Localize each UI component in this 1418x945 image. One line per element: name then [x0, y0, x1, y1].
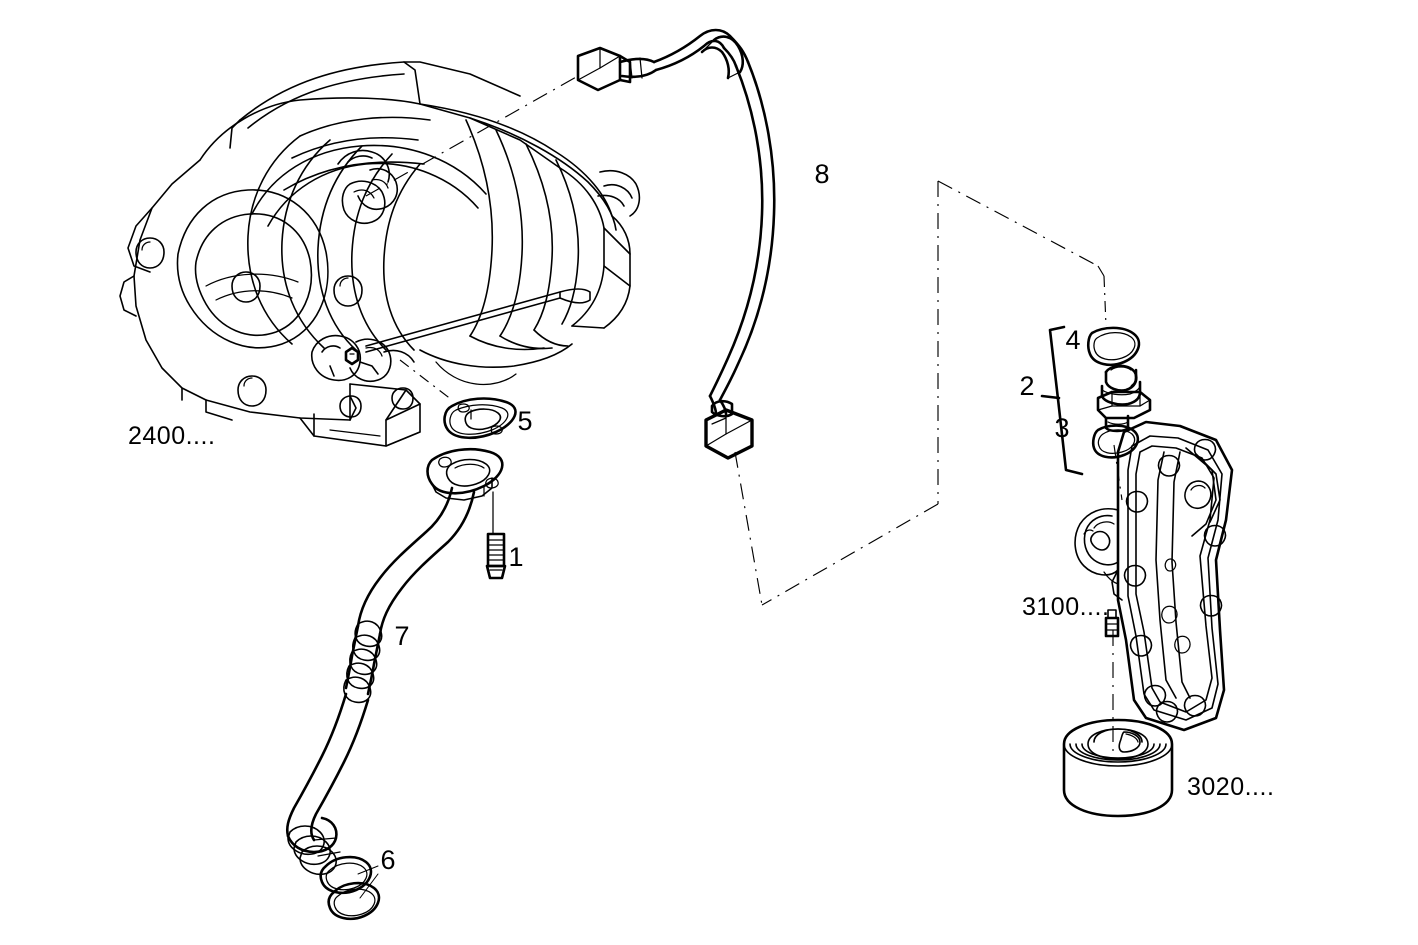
oil-drain-gasket: [443, 397, 517, 440]
group-label-oil-cooler: 3100....: [1022, 593, 1109, 621]
oil-feed-line: [576, 28, 776, 460]
turbocharger-assembly: [119, 61, 641, 447]
oil-drain-pipe-assembly: [285, 447, 507, 921]
group-label-oil-filter: 3020....: [1187, 773, 1274, 801]
callout-6: 6: [380, 845, 395, 875]
oil-cooler-housing: [1074, 420, 1234, 732]
assembly-construction-lines: [365, 75, 1123, 760]
callout-2: 2: [1019, 371, 1034, 401]
callout-7: 7: [394, 621, 409, 651]
oil-filter-cartridge: [1062, 718, 1174, 818]
thermostatic-valve-assembly: [1040, 325, 1152, 476]
callout-8: 8: [814, 159, 829, 189]
callout-5: 5: [517, 406, 532, 436]
callout-4: 4: [1065, 325, 1080, 355]
callout-1: 1: [508, 542, 523, 572]
group-labels: 2400.... 3100.... 3020....: [128, 422, 1274, 801]
group-label-turbocharger: 2400....: [128, 422, 215, 450]
callout-3: 3: [1054, 413, 1069, 443]
callout-labels: 1 2 3 4 5 6 7 8: [380, 159, 1080, 875]
